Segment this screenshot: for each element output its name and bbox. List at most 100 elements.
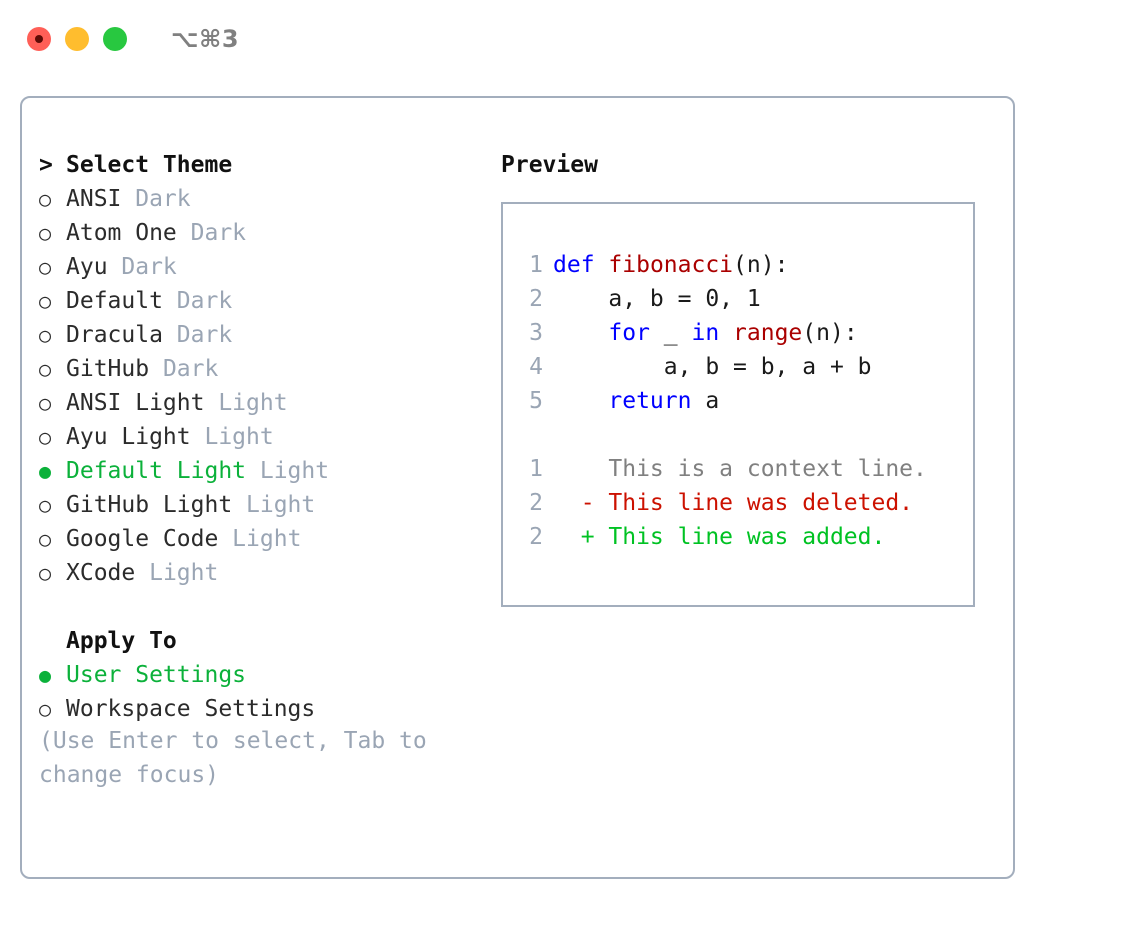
recording-dot-icon (35, 35, 43, 43)
radio-unselected-icon: ○ (39, 391, 52, 415)
apply-to-header: ○ Apply To (39, 624, 499, 658)
maximize-window-icon[interactable] (103, 27, 127, 51)
code-token-plain: a, b = b, a + b (553, 354, 872, 380)
code-line-4: 5 return a (511, 384, 969, 418)
keyboard-hint-text: (Use Enter to select, Tab to change focu… (39, 728, 441, 788)
apply-to-option-label: Workspace Settings (66, 696, 316, 722)
code-token-plain: a (691, 388, 720, 414)
apply-to-header-label: Apply To (66, 628, 177, 654)
blank-marker-icon: ○ (39, 624, 66, 658)
theme-option-7[interactable]: ○ Ayu Light Light (39, 420, 499, 454)
window-title: ⌥⌘3 (171, 25, 240, 53)
radio-unselected-icon: ○ (39, 289, 52, 313)
diff-line-number: 1 (529, 456, 543, 482)
section-spacer (39, 590, 499, 624)
diff-line-0: 1 This is a context line. (511, 452, 969, 486)
apply-to-list: ● User Settings ○ Workspace Settings (39, 658, 499, 726)
theme-option-variant-tag: Dark (176, 220, 247, 246)
theme-option-0[interactable]: ○ ANSI Dark (39, 182, 499, 216)
theme-option-variant-tag: Light (135, 560, 219, 586)
radio-unselected-icon: ○ (39, 187, 52, 211)
minimize-window-icon[interactable] (65, 27, 89, 51)
theme-option-label: Ayu Light (66, 424, 191, 450)
code-line-3: 4 a, b = b, a + b (511, 350, 969, 384)
theme-option-label: GitHub Light (66, 492, 233, 518)
radio-unselected-icon: ○ (39, 561, 52, 585)
theme-option-label: Dracula (66, 322, 163, 348)
radio-unselected-icon: ○ (39, 323, 52, 347)
code-token-kw: def (553, 252, 595, 278)
main-panel: > Select Theme ○ANSI Dark○Atom One Dark○… (20, 96, 1015, 879)
theme-option-2[interactable]: ○Ayu Dark (39, 250, 499, 284)
code-line-0: 1 def fibonacci(n): (511, 248, 969, 282)
caret-icon: > (39, 152, 53, 178)
theme-option-4[interactable]: ○ Dracula Dark (39, 318, 499, 352)
theme-option-variant-tag: Dark (149, 356, 219, 382)
radio-selected-icon: ● (39, 663, 52, 687)
theme-option-variant-tag: Light (204, 390, 288, 416)
theme-option-11[interactable]: ○XCode Light (39, 556, 499, 590)
close-window-icon[interactable] (27, 27, 51, 51)
code-line-number: 1 (529, 252, 543, 278)
theme-option-variant-tag: Dark (162, 288, 233, 314)
apply-to-option-0[interactable]: ● User Settings (39, 658, 499, 692)
theme-option-label: Default (66, 288, 163, 314)
theme-option-8[interactable]: ● Default Light Light (39, 454, 499, 488)
diff-line-2: 2 + This line was added. (511, 520, 969, 554)
theme-option-label: Atom One (66, 220, 177, 246)
theme-option-5[interactable]: ○ GitHub Dark (39, 352, 499, 386)
code-token-fn: fibonacci (608, 252, 734, 278)
theme-option-variant-tag: Light (232, 492, 316, 518)
theme-option-label: GitHub (66, 356, 150, 382)
theme-option-1[interactable]: ○ Atom One Dark (39, 216, 499, 250)
radio-unselected-icon: ○ (39, 425, 52, 449)
diff-line-1: 2 - This line was deleted. (511, 486, 969, 520)
radio-unselected-icon: ○ (39, 255, 52, 279)
theme-option-10[interactable]: ○Google Code Light (39, 522, 499, 556)
diff-line-content-added: + This line was added. (553, 524, 886, 550)
theme-option-variant-tag: Dark (162, 322, 233, 348)
theme-option-6[interactable]: ○ANSI Light Light (39, 386, 499, 420)
title-bar: ⌥⌘3 (0, 0, 1140, 78)
radio-unselected-icon: ○ (39, 697, 52, 721)
theme-option-variant-tag: Dark (121, 186, 191, 212)
diff-line-number: 2 (529, 524, 543, 550)
code-line-number: 3 (529, 320, 543, 346)
code-line-content: def fibonacci(n): (553, 248, 788, 282)
code-token-kw: return (608, 388, 692, 414)
theme-option-3[interactable]: ○ Default Dark (39, 284, 499, 318)
code-line-2: 3 for _ in range(n): (511, 316, 969, 350)
code-token-kw: for (608, 320, 650, 346)
diff-line-content-deleted: - This line was deleted. (553, 490, 914, 516)
apply-to-option-1[interactable]: ○ Workspace Settings (39, 692, 499, 726)
code-token-plain (553, 388, 608, 414)
theme-option-variant-tag: Light (218, 526, 302, 552)
code-line-1: 2 a, b = 0, 1 (511, 282, 969, 316)
diff-sample-lines: 1 This is a context line.2 - This line w… (511, 452, 969, 554)
radio-unselected-icon: ○ (39, 221, 52, 245)
theme-option-label: ANSI (66, 186, 122, 212)
diff-line-content-context: This is a context line. (553, 456, 927, 482)
theme-option-label: Default Light (66, 458, 247, 484)
code-token-plain: (n): (802, 320, 858, 346)
theme-option-9[interactable]: ○GitHub Light Light (39, 488, 499, 522)
code-token-kw: in (691, 320, 720, 346)
code-token-plain (553, 320, 608, 346)
theme-option-variant-tag: Light (190, 424, 274, 450)
code-line-content: for _ in range(n): (553, 316, 858, 350)
select-theme-header-label: Select Theme (66, 152, 233, 178)
radio-selected-icon: ● (39, 459, 52, 483)
radio-unselected-icon: ○ (39, 357, 52, 381)
code-token-fn: range (733, 320, 803, 346)
apply-to-option-label: User Settings (66, 662, 247, 688)
theme-option-variant-tag: Light (246, 458, 330, 484)
code-line-number: 4 (529, 354, 543, 380)
code-line-content: a, b = 0, 1 (553, 282, 760, 316)
code-line-content: a, b = b, a + b (553, 350, 872, 384)
theme-option-variant-tag: Dark (107, 254, 177, 280)
